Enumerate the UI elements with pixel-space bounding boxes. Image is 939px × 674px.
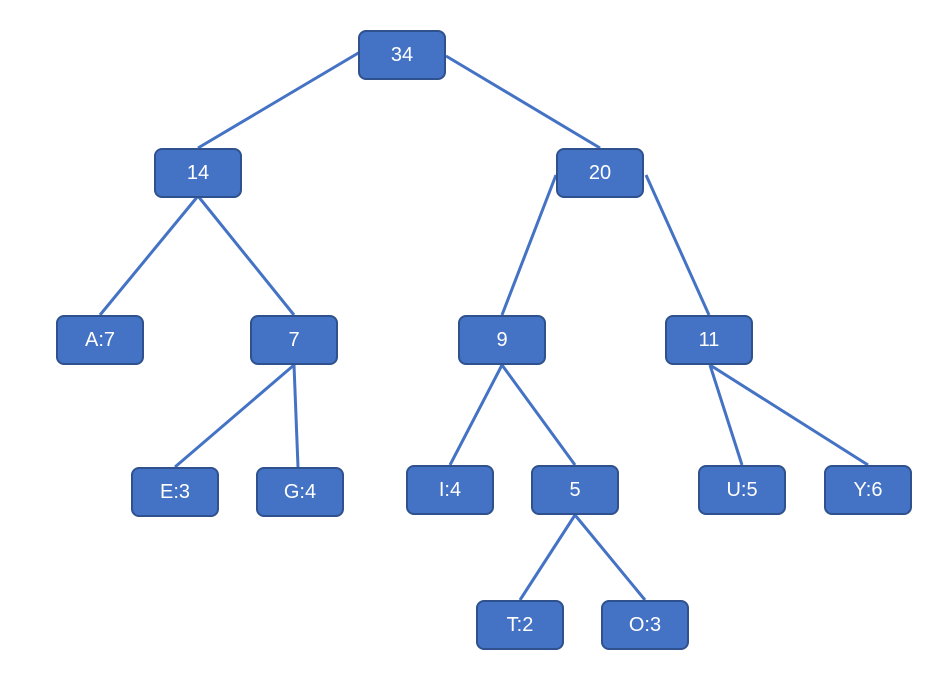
edge-20-9 xyxy=(500,174,558,316)
leaf-node-o3: O:3 xyxy=(601,600,689,650)
edge-11-y6 xyxy=(709,363,869,467)
node-5: 5 xyxy=(531,465,619,515)
edge-9-5 xyxy=(500,364,577,466)
leaf-node-g4: G:4 xyxy=(256,467,344,517)
leaf-node-t2: T:2 xyxy=(476,600,564,650)
edge-7-e3 xyxy=(174,363,295,469)
node-root-34: 34 xyxy=(358,30,446,80)
leaf-node-e3: E:3 xyxy=(131,467,219,517)
leaf-node-a7: A:7 xyxy=(56,315,144,365)
node-14: 14 xyxy=(154,148,242,198)
edge-11-u5 xyxy=(708,364,744,466)
leaf-node-i4: I:4 xyxy=(406,465,494,515)
edge-34-14 xyxy=(197,50,361,150)
edge-34-20 xyxy=(445,54,601,150)
edge-20-11 xyxy=(644,174,711,316)
leaf-node-y6: Y:6 xyxy=(824,465,912,515)
edge-9-i4 xyxy=(448,364,504,466)
node-9: 9 xyxy=(458,315,546,365)
node-7: 7 xyxy=(250,315,338,365)
edge-5-o3 xyxy=(573,514,647,601)
node-11: 11 xyxy=(665,315,753,365)
node-20: 20 xyxy=(556,148,644,198)
edge-14-a7 xyxy=(98,195,200,316)
edge-5-t2 xyxy=(518,514,577,601)
leaf-node-u5: U:5 xyxy=(698,465,786,515)
edge-7-g4 xyxy=(292,364,300,468)
edge-14-7 xyxy=(196,195,296,316)
